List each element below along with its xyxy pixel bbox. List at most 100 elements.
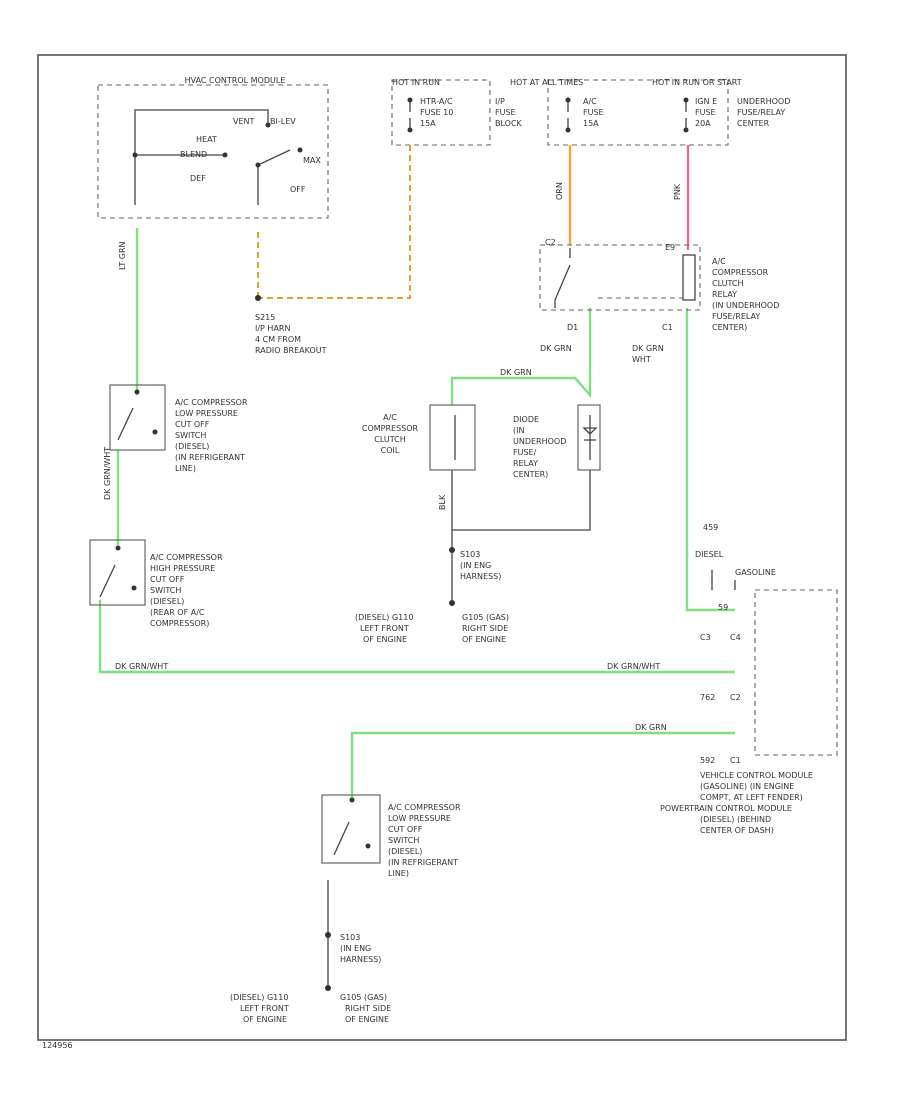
g-left-0: (DIESEL) G110 [355,613,413,622]
ip-fuse-block-1: FUSE [495,108,516,117]
diode-1: (IN [513,426,524,435]
ign-fuse-0: IGN E [695,97,717,106]
hot-all-times: HOT AT ALL TIMES [510,78,583,87]
relay-wire-left: DK GRN [540,344,572,353]
label-diesel: DIESEL [695,550,724,559]
vcm-pin-459: 459 [703,523,718,532]
coil-2: CLUTCH [374,435,406,444]
hvac-control-module: HVAC CONTROL MODULE VENT BI-LEV HEAT BLE… [97,76,329,219]
ground-left: (DIESEL) G110 LEFT FRONT OF ENGINE [355,613,413,644]
ls2-3: SWITCH [388,836,419,845]
ls2-2: CUT OFF [388,825,423,834]
vcm-c3: C3 [700,633,711,642]
vcm-1: (GASOLINE) (IN ENGINE [700,782,794,791]
hs-1: HIGH PRESSURE [150,564,215,573]
g-left-1: LEFT FRONT [360,624,409,633]
clutch-coil: A/C COMPRESSOR CLUTCH COIL [362,404,476,471]
coil-0: A/C [383,413,397,422]
s103-0: S103 [460,550,480,559]
relay-4: (IN UNDERHOOD [712,301,779,310]
vehicle-control-module: DIESEL GASOLINE C3 C4 762 C2 592 C1 459 … [660,523,838,835]
ign-fuse-1: FUSE [695,108,716,117]
vcm-c2: C2 [730,693,741,702]
s103b-2: HARNESS) [340,955,381,964]
grb-0: G105 (GAS) [340,993,387,1002]
relay-pin-e9: E9 [665,243,675,252]
switch-vent: VENT [233,117,255,126]
hs-0: A/C COMPRESSOR [150,553,223,562]
relay-1: COMPRESSOR [712,268,769,277]
g-left-2: OF ENGINE [363,635,407,644]
ls1-0: A/C COMPRESSOR [175,398,248,407]
switch-off: OFF [290,185,306,194]
switch-bilev: BI-LEV [270,117,296,126]
label-dk-grn-h: DK GRN [635,723,667,732]
vcm-pin-59: 59 [718,603,728,612]
ign-fuse-2: 20A [695,119,711,128]
glb-0: (DIESEL) G110 [230,993,288,1002]
relay-pin-c2: C2 [545,238,556,247]
ip-fuse-block-0: I/P [495,97,505,106]
switch-def: DEF [190,174,206,183]
ground-left-b: (DIESEL) G110 LEFT FRONT OF ENGINE [230,993,289,1024]
vcm-pin-592: 592 [700,756,715,765]
relay-6: CENTER) [712,323,747,332]
splice-s103-dot [449,547,455,553]
relay-wire-right-0: DK GRN [632,344,664,353]
glb-2: OF ENGINE [243,1015,287,1024]
hvac-fuse-1: FUSE 10 [420,108,453,117]
wire-dk-grn-2 [350,731,735,800]
hs-2: CUT OFF [150,575,185,584]
low-pressure-switch-1: A/C COMPRESSOR LOW PRESSURE CUT OFF SWIT… [109,384,248,473]
ls2-0: A/C COMPRESSOR [388,803,461,812]
ip-fuse-block-2: BLOCK [495,119,523,128]
relay-2: CLUTCH [712,279,744,288]
s103b-0: S103 [340,933,360,942]
diode-0: DIODE [513,415,539,424]
ls1-2: CUT OFF [175,420,210,429]
vcm-2: COMPT, AT LEFT FENDER) [700,793,803,802]
vcm-0: VEHICLE CONTROL MODULE [700,771,813,780]
switch-blend: BLEND [180,150,207,159]
ls1-1: LOW PRESSURE [175,409,238,418]
label-dk-grn: DK GRN [500,368,532,377]
label-orn: ORN [555,182,564,200]
s215-0: S215 [255,313,275,322]
relay-3: RELAY [712,290,737,299]
ls1-5: (IN REFRIGERANT [175,453,245,462]
grb-2: OF ENGINE [345,1015,389,1024]
footer-code: 124956 [42,1041,73,1050]
high-pressure-switch: A/C COMPRESSOR HIGH PRESSURE CUT OFF SWI… [89,539,223,628]
ac-fuse-2: 15A [583,119,599,128]
hs-6: COMPRESSOR) [150,619,209,628]
label-dk-grn-wht-h2: DK GRN/WHT [607,662,660,671]
ls1-4: (DIESEL) [175,442,209,451]
hvac-fuse-2: 15A [420,119,436,128]
ground-right: G105 (GAS) RIGHT SIDE OF ENGINE [462,613,509,644]
wire-dk-grn-relay [450,308,592,405]
clutch-relay: C2 E9 D1 C1 A/C COMPRESSOR CLUTCH RELAY … [539,238,779,364]
relay-wire-right-1: WHT [632,355,651,364]
splice-s103-b-dot [325,932,331,938]
s215-1: I/P HARN [255,324,290,333]
coil-1: COMPRESSOR [362,424,419,433]
g-right-1: RIGHT SIDE [462,624,508,633]
label-lt-grn: LT GRN [118,241,127,270]
diode-2: UNDERHOOD [513,437,566,446]
diode-3: FUSE/ [513,448,537,457]
s103-2: HARNESS) [460,572,501,581]
label-dk-grn-wht-h: DK GRN/WHT [115,662,168,671]
wire-yellow-dashed [257,145,411,299]
g-right-2: OF ENGINE [462,635,506,644]
ac-fuse-1: FUSE [583,108,604,117]
hot-run-start: HOT IN RUN OR START [652,78,742,87]
label-gasoline: GASOLINE [735,568,776,577]
splice-s215-dot [255,295,261,301]
vcm-pin-762: 762 [700,693,715,702]
splice-s215: S215 I/P HARN 4 CM FROM RADIO BREAKOUT [255,313,327,355]
ls1-3: SWITCH [175,431,206,440]
ls2-4: (DIESEL) [388,847,422,856]
wire-dk-grn-wht [98,600,735,674]
fuse-area: HOT IN RUN HOT AT ALL TIMES HOT IN RUN O… [391,78,790,146]
